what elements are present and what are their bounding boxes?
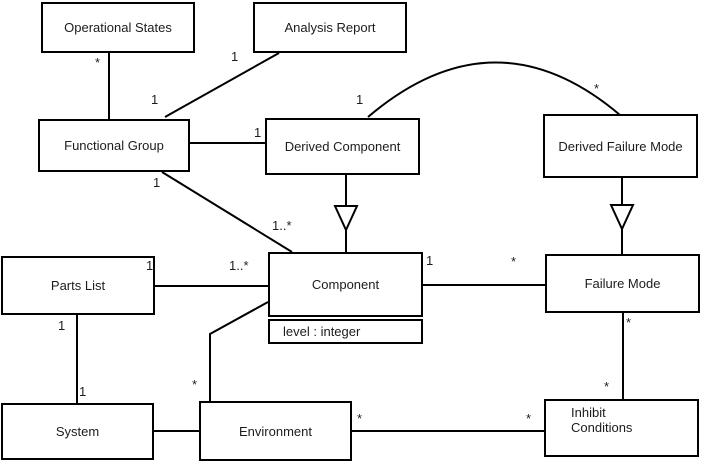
multiplicity-functional-group-end: 1 (151, 92, 159, 107)
class-parts-list[interactable]: Parts List (1, 256, 155, 315)
multiplicity-derived-component-end: 1 (254, 125, 262, 140)
class-functional-group[interactable]: Functional Group (38, 119, 190, 172)
class-name-line-2: Conditions (571, 420, 633, 435)
class-environment[interactable]: Environment (199, 401, 352, 461)
class-component-name-compartment[interactable]: Component (268, 252, 423, 317)
multiplicity-component-end: 1..* (272, 218, 292, 233)
generalization-triangle-icon (609, 204, 635, 232)
class-name: Derived Failure Mode (558, 138, 683, 154)
class-derived-component[interactable]: Derived Component (265, 118, 420, 175)
class-analysis-report[interactable]: Analysis Report (253, 2, 407, 53)
class-name: Derived Component (284, 139, 401, 154)
class-name: Operational States (64, 20, 172, 35)
multiplicity-failure-mode-end: * (626, 315, 632, 330)
multiplicity-parts-list-end: 1 (146, 258, 154, 273)
multiplicity-failure-mode-end: * (511, 254, 517, 269)
class-derived-failure-mode[interactable]: Derived Failure Mode (543, 114, 698, 178)
line-analysis-report-functional-group (164, 52, 280, 118)
multiplicity-component-end: 1..* (229, 258, 249, 273)
class-name: Functional Group (64, 138, 164, 153)
multiplicity-analysis-report-end: 1 (231, 49, 239, 64)
class-operational-states[interactable]: Operational States (41, 2, 195, 53)
generalization-triangle-icon (333, 205, 359, 233)
multiplicity-inhibit-conditions-end: * (604, 379, 610, 394)
multiplicity-parts-list-end: 1 (58, 318, 66, 333)
class-component-attribute-compartment[interactable]: level : integer (268, 319, 423, 344)
multiplicity-derived-failure-mode-end: * (594, 81, 600, 96)
multiplicity-environment-end: * (192, 377, 198, 392)
multiplicity-environment-end: * (357, 411, 363, 426)
class-name: Failure Mode (584, 276, 661, 291)
polyline-environment-component (209, 301, 269, 401)
multiplicity-inhibit-conditions-end: * (526, 411, 532, 426)
class-name: System (55, 424, 100, 439)
class-name-line-1: Inhibit (571, 405, 606, 420)
arc-derived-component-derived-failure-mode (367, 61, 621, 118)
class-name: Component (311, 277, 380, 292)
class-name: Environment (239, 423, 312, 439)
multiplicity-component-end: 1 (426, 253, 434, 268)
class-inhibit-conditions[interactable]: Inhibit Conditions (544, 399, 699, 457)
class-system[interactable]: System (1, 403, 154, 460)
multiplicity-system-end: 1 (79, 384, 87, 399)
multiplicity-derived-component-end: 1 (356, 92, 364, 107)
class-attribute: level : integer (283, 324, 361, 339)
line-functional-group-component (161, 171, 293, 253)
multiplicity-functional-group-end: 1 (153, 175, 161, 190)
class-failure-mode[interactable]: Failure Mode (545, 254, 700, 313)
class-name: Analysis Report (284, 20, 376, 35)
multiplicity-operational-states-end: * (95, 55, 101, 70)
class-name: Parts List (50, 278, 106, 293)
